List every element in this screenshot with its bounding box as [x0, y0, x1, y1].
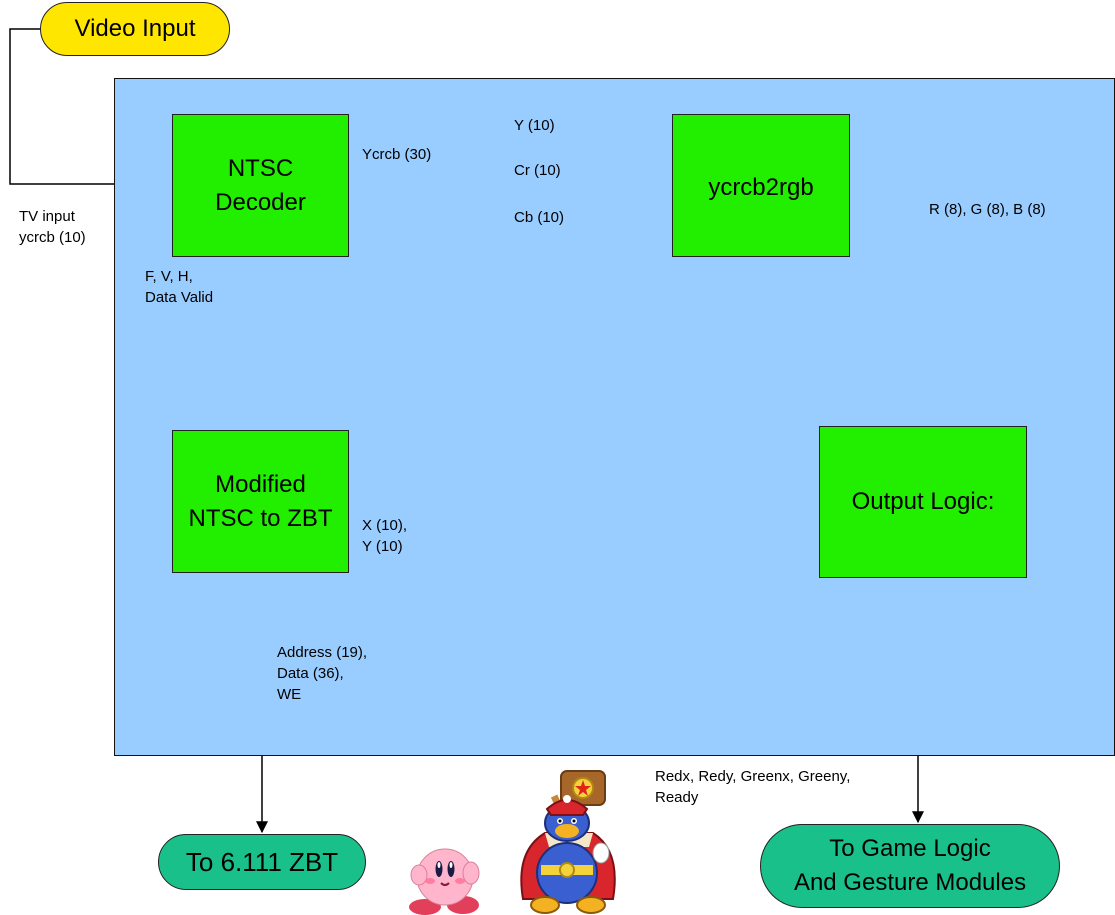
- label-cb-10: Cb (10): [514, 209, 565, 226]
- to-game-logic-pill: To Game Logic And Gesture Modules: [760, 824, 1060, 908]
- label-fvh-data-valid: F, V, H, Data Valid: [145, 268, 214, 306]
- modified-ntsc-to-zbt-block: Modified NTSC to ZBT: [172, 430, 349, 573]
- video-input-pill: Video Input: [40, 2, 230, 56]
- label-cr-10: Cr (10): [514, 162, 561, 179]
- ycrcb2rgb-block: ycrcb2rgb: [672, 114, 850, 257]
- to-zbt-pill: To 6.111 ZBT: [158, 834, 366, 890]
- king-dedede-icon: [520, 770, 616, 914]
- output-logic-block: Output Logic:: [819, 426, 1027, 578]
- label-y-10: Y (10): [514, 117, 555, 134]
- wire-video-input-to-decoder: [9, 28, 172, 190]
- label-x-y: X (10), Y (10): [362, 517, 408, 555]
- label-tv-input: TV input ycrcb (10): [19, 208, 86, 246]
- label-redx-redy: Redx, Redy, Greenx, Greeny, Ready: [655, 768, 851, 806]
- label-ycrcb-30: Ycrcb (30): [362, 146, 432, 163]
- label-rgb: R (8), G (8), B (8): [929, 201, 1046, 218]
- label-address-data-we: Address (19), Data (36), WE: [277, 644, 368, 703]
- ntsc-decoder-block: NTSC Decoder: [172, 114, 349, 257]
- kirby-icon: [409, 848, 480, 915]
